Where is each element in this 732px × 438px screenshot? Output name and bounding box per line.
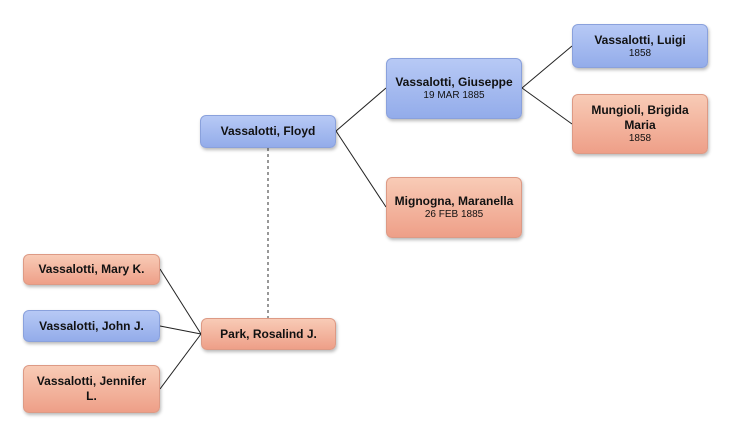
person-name: Vassalotti, Giuseppe [395,75,513,89]
person-date: 1858 [628,133,652,144]
person-name: Mungioli, Brigida Maria [591,103,689,132]
connector-mary-rosalind [159,268,202,335]
person-name: Vassalotti, Jennifer L. [36,374,147,403]
person-name: Vassalotti, Floyd [220,124,316,138]
person-date: 26 FEB 1885 [424,209,484,220]
connector-giuseppe-brigida [521,87,573,125]
connector-jennifer-rosalind [159,333,202,390]
connector-floyd-maranella [335,130,387,208]
person-card-mary[interactable]: Vassalotti, Mary K. [23,254,160,285]
person-date: 19 MAR 1885 [423,90,485,101]
person-card-john[interactable]: Vassalotti, John J. [23,310,160,342]
connector-floyd-giuseppe [335,87,387,132]
person-card-floyd[interactable]: Vassalotti, Floyd [200,115,336,148]
person-name: Vassalotti, Luigi [594,32,686,47]
person-card-giuseppe[interactable]: Vassalotti, Giuseppe 19 MAR 1885 [386,58,522,119]
person-name: Vassalotti, John J. [39,318,144,333]
person-name: Park, Rosalind J. [220,326,317,341]
person-name: Vassalotti, Mary K. [38,262,145,276]
person-name: Mignogna, Maranella [394,194,514,208]
connector-john-rosalind [159,325,202,335]
person-date: 1858 [628,47,652,59]
person-card-jennifer[interactable]: Vassalotti, Jennifer L. [23,365,160,413]
connector-giuseppe-luigi [521,45,573,89]
person-card-luigi[interactable]: Vassalotti, Luigi 1858 [572,24,708,68]
person-card-rosalind[interactable]: Park, Rosalind J. [201,318,336,350]
person-card-maranella[interactable]: Mignogna, Maranella 26 FEB 1885 [386,177,522,238]
person-card-brigida[interactable]: Mungioli, Brigida Maria 1858 [572,94,708,154]
